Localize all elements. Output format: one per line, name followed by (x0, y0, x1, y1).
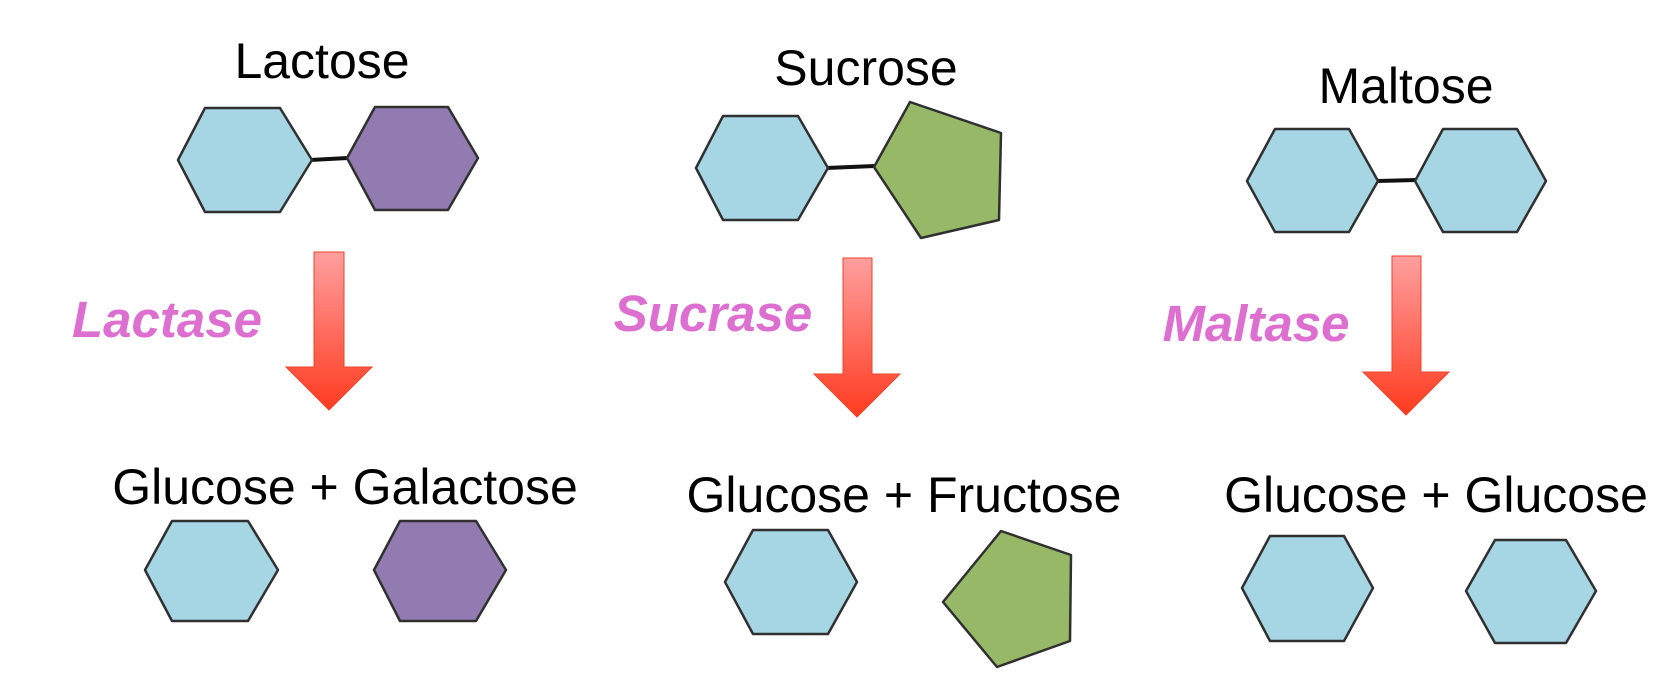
glucose-hexagon-icon (1413, 127, 1548, 234)
down-arrow-icon (1361, 255, 1451, 416)
glucose-hexagon-icon (694, 114, 830, 222)
fructose-pentagon-icon (941, 529, 1073, 669)
disaccharide-name-maltose: Maltose (1318, 58, 1494, 114)
reaction-sucrose (694, 100, 1073, 669)
fructose-pentagon-icon (872, 100, 1003, 240)
enzyme-name-lactase: Lactase (72, 291, 262, 348)
glucose-hexagon-icon (1240, 534, 1375, 643)
galactose-hexagon-icon (372, 519, 508, 623)
glucose-hexagon-icon (723, 528, 859, 636)
enzyme-name-maltase: Maltase (1162, 295, 1350, 352)
products-lactose: Glucose + Galactose (112, 459, 578, 515)
glycosidic-bond (309, 156, 349, 162)
enzyme-name-sucrase: Sucrase (613, 285, 813, 342)
reaction-lactose (143, 105, 508, 623)
products-sucrose: Glucose + Fructose (686, 467, 1122, 523)
down-arrow-icon (284, 251, 374, 411)
disaccharide-name-sucrose: Sucrose (774, 40, 958, 96)
glycosidic-bond (825, 164, 876, 170)
galactose-hexagon-icon (345, 105, 480, 212)
products-maltose: Glucose + Glucose (1224, 467, 1648, 523)
down-arrow-icon (812, 257, 902, 418)
glycosidic-bond (1375, 178, 1417, 183)
reaction-maltose (1240, 127, 1598, 645)
glucose-hexagon-icon (1464, 538, 1598, 645)
glucose-hexagon-icon (143, 519, 280, 623)
glucose-hexagon-icon (1245, 127, 1380, 234)
disaccharide-name-lactose: Lactose (234, 33, 410, 89)
glucose-hexagon-icon (176, 106, 314, 214)
